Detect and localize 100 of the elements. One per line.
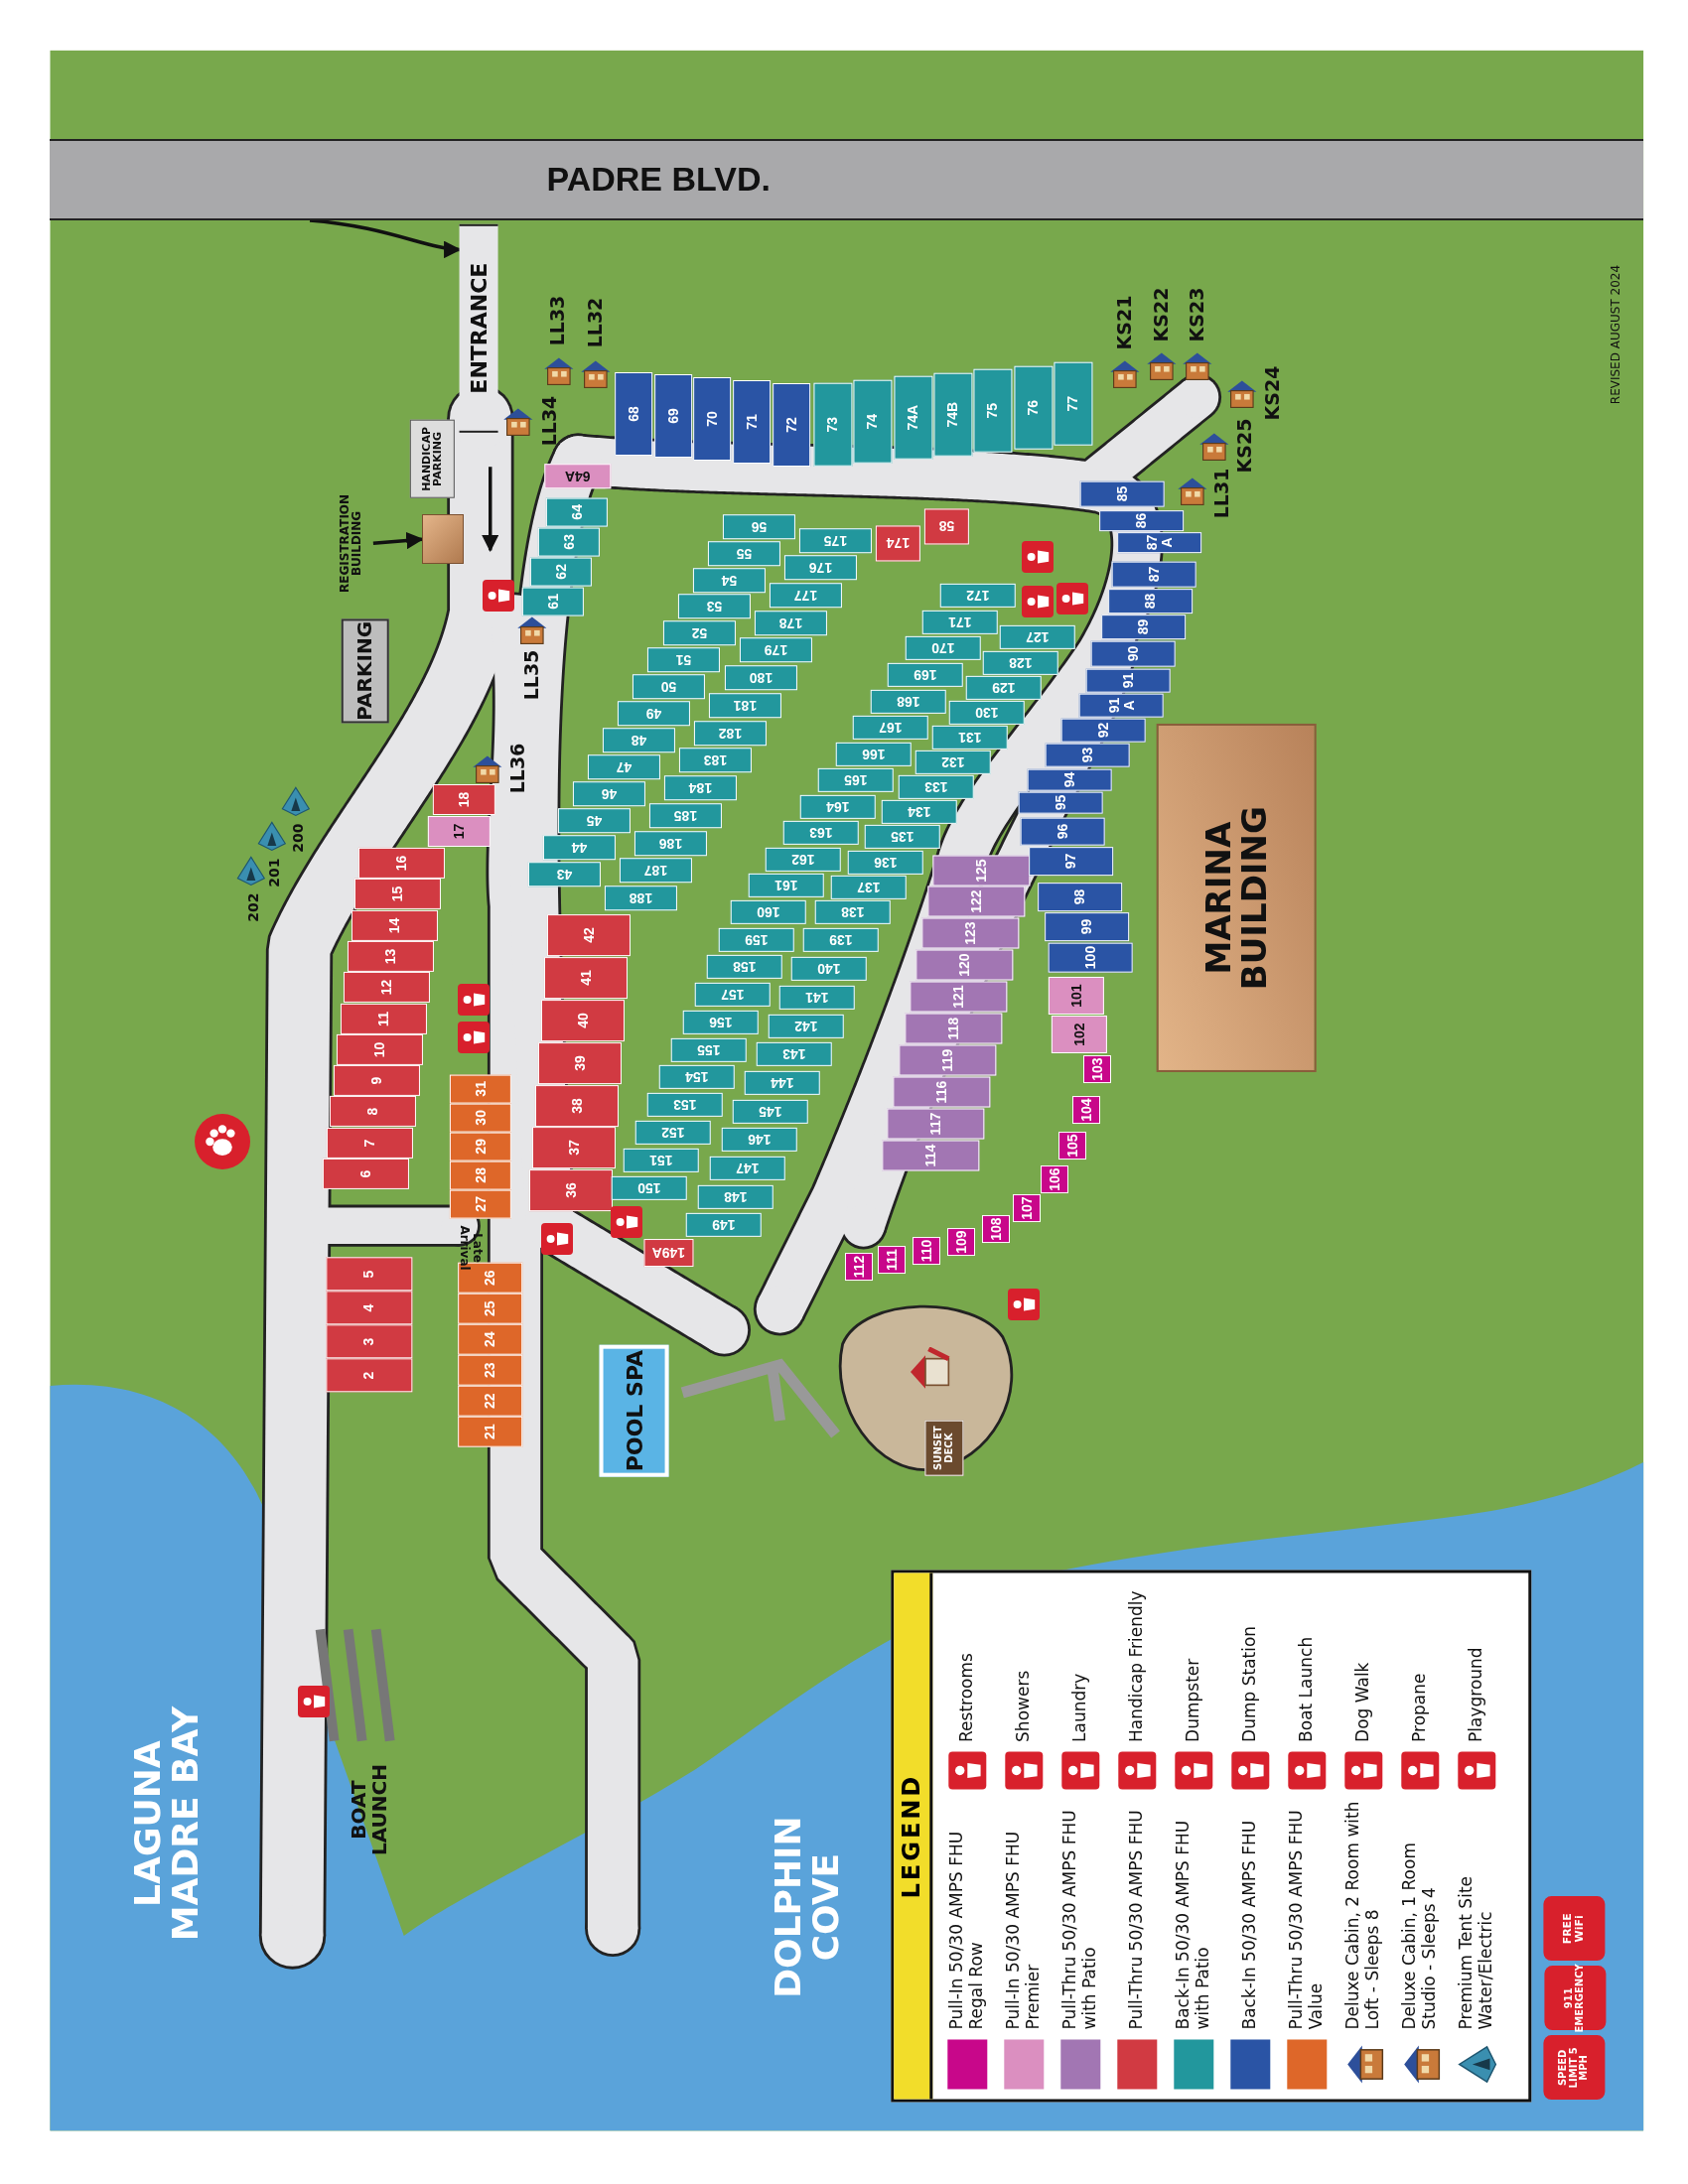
campsite-plot: 93 — [1045, 742, 1130, 767]
campsite-plot: 89 — [1101, 614, 1187, 639]
road-label: Late Arrival — [457, 1224, 485, 1273]
legend-text: Pull-In 50/30 AMPS FHU Premier — [1004, 1831, 1044, 2030]
campsite-plot: 52 — [662, 620, 736, 646]
campsite-plot: 139 — [802, 928, 879, 953]
campsite-plot: 31 — [450, 1074, 511, 1104]
campsite-plot: 174 — [876, 524, 921, 562]
site-number: 202 — [243, 891, 262, 925]
campsite-plot: 157 — [695, 983, 771, 1007]
legend-text: Back-In 50/30 AMPS FHU with Patio — [1174, 1820, 1213, 2030]
campsite-plot: 187 — [619, 858, 692, 884]
campsite-plot: 131 — [932, 725, 1008, 750]
wifi-sign: FREE WiFi — [1543, 1896, 1605, 1961]
campsite-plot: 14 — [351, 909, 438, 941]
campsite-plot: 47 — [588, 754, 660, 780]
campsite-plot: 141 — [779, 985, 856, 1010]
campsite-plot: 76 — [1014, 365, 1054, 450]
campsite-plot: 62 — [529, 557, 592, 587]
campsite-plot: 101 — [1049, 976, 1105, 1015]
legend-text: Restrooms — [957, 1653, 977, 1743]
campsite-plot: 41 — [544, 957, 629, 1000]
campsite-plot: 135 — [865, 825, 941, 850]
campsite-plot: 58 — [924, 507, 970, 545]
campsite-plot: 133 — [899, 775, 975, 799]
campsite-plot: 3 — [326, 1324, 413, 1359]
campsite-plot: 29 — [450, 1132, 511, 1161]
campsite-plot: 36 — [529, 1169, 614, 1212]
campsite-plot: 92 — [1060, 717, 1146, 743]
campsite-plot: 129 — [966, 675, 1042, 700]
campsite-plot: 12 — [344, 972, 431, 1004]
campsite-plot: 144 — [745, 1070, 820, 1095]
campsite-plot: 38 — [535, 1084, 620, 1127]
parking-lot: PARKING — [341, 618, 389, 724]
building-roof — [422, 513, 465, 565]
campsite-plot: 120 — [915, 950, 1014, 981]
campsite-plot: 184 — [664, 775, 738, 801]
campsite-plot: 163 — [782, 821, 859, 845]
campsite-plot: 107 — [1012, 1194, 1041, 1223]
campsite-plot: 64 — [545, 497, 608, 527]
campsite-plot: 186 — [633, 830, 707, 856]
campsite-plot: 74 — [853, 379, 893, 464]
campsite-plot: 5 — [326, 1257, 413, 1292]
legend-text: Propane — [1410, 1673, 1430, 1743]
campsite-plot: 152 — [634, 1120, 711, 1145]
campsite-plot: 4 — [326, 1291, 413, 1325]
site-number: 200 — [288, 822, 307, 855]
campsite-plot: 77 — [1054, 361, 1094, 446]
campsite-plot: 166 — [835, 742, 912, 766]
campsite-plot: 125 — [932, 855, 1031, 887]
legend-text: Handicap Friendly — [1127, 1590, 1147, 1743]
campsite-plot: 147 — [709, 1157, 785, 1180]
campsite-plot: 99 — [1045, 911, 1130, 941]
pool: POOL SPA — [599, 1344, 669, 1477]
campsite-plot: 16 — [357, 848, 445, 879]
campsite-plot: 70 — [693, 377, 732, 462]
campsite-plot: 167 — [853, 716, 928, 740]
campsite-plot: 172 — [939, 584, 1016, 609]
campsite-plot: 119 — [899, 1044, 997, 1076]
campsite-plot: 134 — [882, 800, 958, 825]
campsite-plot: 90 — [1090, 639, 1176, 667]
cabin-label: KS25 — [1232, 417, 1256, 474]
campsite-plot: 30 — [450, 1103, 511, 1133]
campsite-plot: 109 — [946, 1228, 975, 1257]
revision-note: REVISED AUGUST 2024 — [1607, 263, 1623, 406]
legend-text: Playground — [1467, 1647, 1486, 1743]
campsite-plot: 39 — [538, 1041, 623, 1084]
campsite-plot: 118 — [904, 1013, 1003, 1044]
campsite-plot: 44 — [542, 835, 616, 861]
legend-text: Laundry — [1070, 1674, 1090, 1743]
campsite-plot: 98 — [1038, 882, 1123, 911]
campsite-plot: 138 — [814, 899, 891, 924]
campsite-plot: 46 — [572, 781, 645, 807]
legend-text: Dumpster — [1184, 1659, 1203, 1743]
legend-text: Dog Walk — [1353, 1662, 1373, 1743]
campsite-plot: 8 — [330, 1096, 417, 1128]
campsite-plot: 68 — [615, 371, 653, 456]
campsite-plot: 105 — [1057, 1132, 1086, 1160]
campsite-plot: 94 — [1027, 767, 1112, 791]
cabin-label: KS22 — [1149, 287, 1173, 342]
campsite-plot: 177 — [769, 583, 842, 609]
campsite-plot: 97 — [1029, 846, 1114, 876]
campsite-plot: 116 — [893, 1076, 991, 1108]
speed-limit-sign: SPEED LIMIT 5 MPH — [1543, 2035, 1605, 2101]
campsite-plot: 188 — [604, 886, 677, 911]
emergency-sign: 911 EMERGENCY — [1544, 1966, 1607, 2030]
campsite-plot: 170 — [905, 636, 981, 661]
campsite-plot: 169 — [888, 663, 963, 687]
campsite-plot: 6 — [323, 1158, 410, 1189]
campsite-plot: 142 — [768, 1014, 844, 1038]
campsite-plot: 111 — [877, 1246, 906, 1275]
campsite-plot: 185 — [649, 802, 722, 829]
campsite-plot: 114 — [881, 1140, 979, 1171]
campsite-plot: 71 — [733, 379, 771, 465]
campsite-plot: 23 — [458, 1354, 522, 1386]
campsite-plot: 43 — [527, 862, 601, 887]
legend-text: Deluxe Cabin, 2 Room with Loft - Sleeps 8 — [1343, 1800, 1383, 2030]
campsite-plot: 91 — [1085, 667, 1171, 693]
cabin-label: KS23 — [1186, 287, 1209, 342]
campsite-plot: 104 — [1072, 1095, 1101, 1124]
